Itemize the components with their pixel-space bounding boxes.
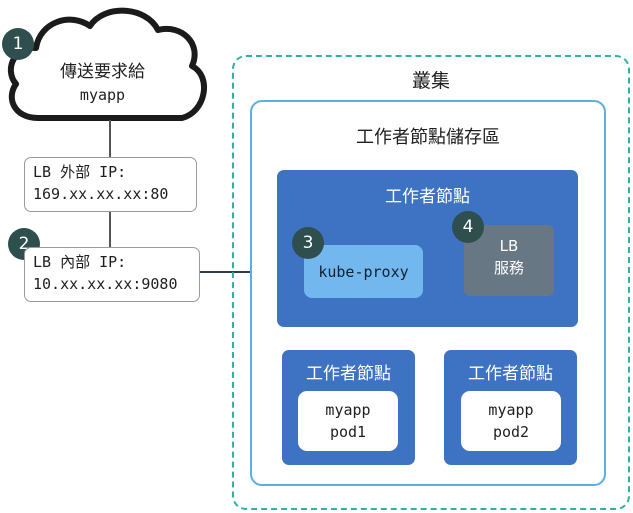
worker-pool-title: 工作者節點儲存區 [356, 127, 500, 148]
step-badge-3: 3 [292, 227, 324, 259]
lb-service-line1: LB [499, 237, 519, 255]
cluster-boundary [232, 55, 630, 510]
worker-node-1-title: 工作者節點 [306, 364, 391, 384]
cluster-title: 叢集 [411, 70, 450, 92]
pod2-app: myapp [488, 401, 534, 419]
cloud-shape [7, 7, 208, 121]
pod1-box: myapp pod1 [298, 391, 398, 451]
client-request-label: 傳送要求給 myapp [40, 60, 165, 106]
step-badge-1: 1 [2, 28, 34, 60]
client-request-text: 傳送要求給 [60, 62, 145, 82]
lb-external-ip-box: LB 外部 IP: 169.xx.xx.xx:80 [24, 157, 197, 212]
lb-external-ip-value: 169.xx.xx.xx:80 [33, 185, 169, 203]
pod2-box: myapp pod2 [461, 391, 561, 451]
client-app-name: myapp [79, 86, 126, 104]
lb-internal-ip-box: LB 內部 IP: 10.xx.xx.xx:9080 [24, 247, 200, 302]
lb-external-ip-label: LB 外部 IP: [33, 163, 127, 181]
lb-internal-ip-value: 10.xx.xx.xx:9080 [33, 275, 178, 293]
step-badge-4: 4 [452, 211, 484, 243]
lb-service-line2: 服務 [493, 259, 524, 277]
lb-internal-ip-label: LB 內部 IP: [33, 253, 127, 271]
worker-node-main-title: 工作者節點 [385, 187, 470, 207]
pod2-name: pod2 [492, 423, 530, 441]
worker-node-2-title: 工作者節點 [468, 364, 553, 384]
kube-proxy-box: kube-proxy [304, 245, 423, 298]
pod1-app: myapp [325, 401, 371, 419]
pod1-name: pod1 [329, 423, 367, 441]
